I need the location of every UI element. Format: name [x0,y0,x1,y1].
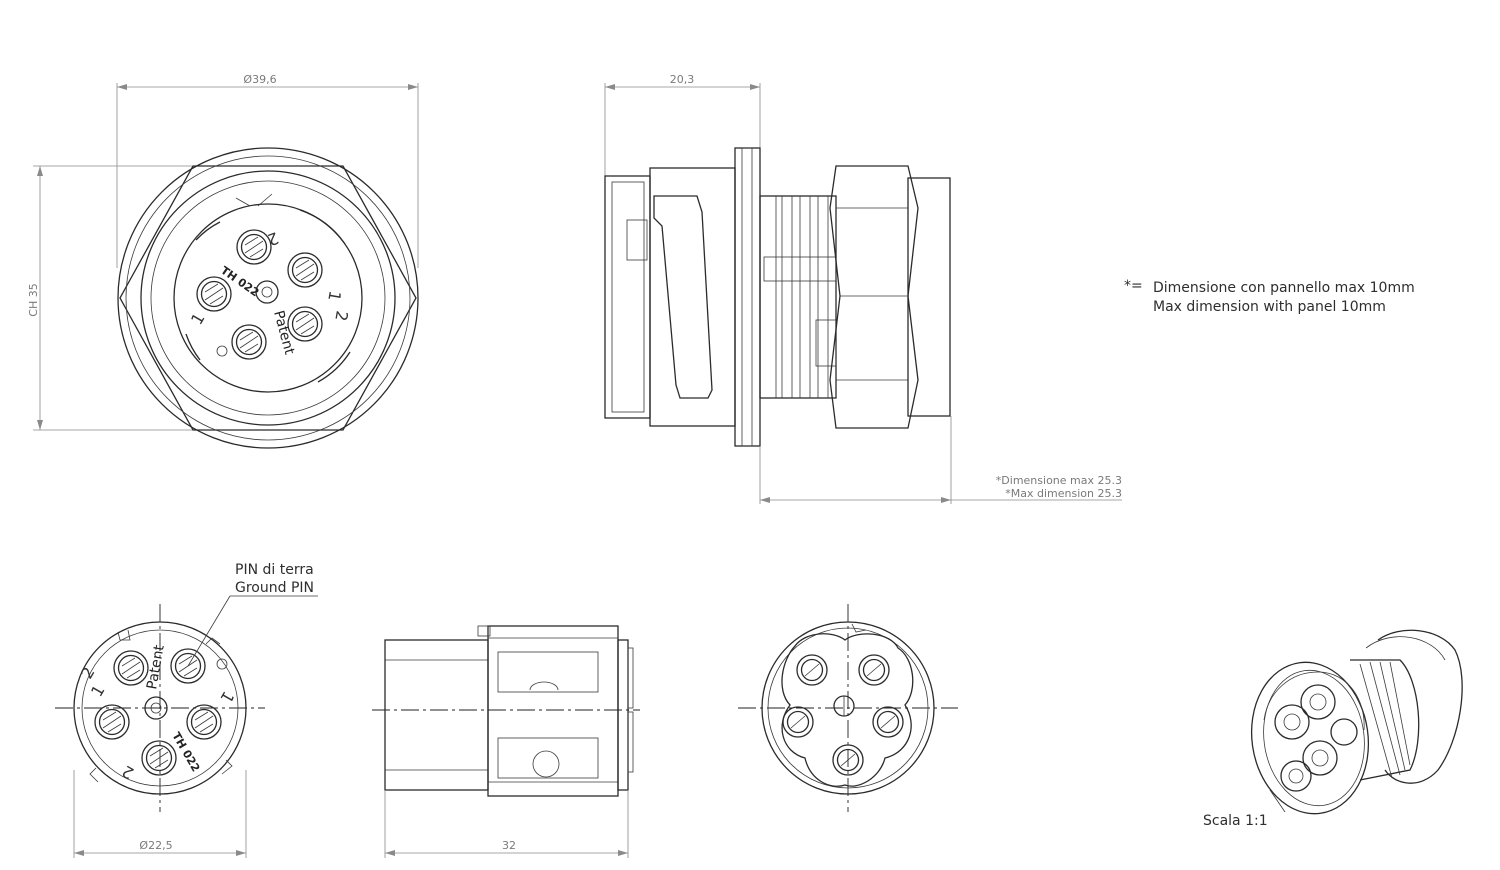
panel-note: *= Dimensione con pannello max 10mm Max … [1124,278,1415,315]
plug-contact [832,744,864,776]
side-view-plug: 32 [372,625,640,858]
pin-number-2: 2 [77,664,99,682]
front-view-socket: Ø39,6 CH 35 TH 022 Patent 2 1 2 1 [27,73,419,449]
back-view-plug [738,604,958,812]
isometric-view: Scala 1:1 [1203,629,1463,829]
socket-pin [287,252,323,288]
hex-nut-outline [119,165,417,431]
side-depth-label: 20,3 [670,73,695,86]
plug-pin [141,740,177,776]
plug-diameter-label: Ø22,5 [139,839,172,852]
socket-pin [196,276,232,312]
hex-size-label: CH 35 [27,283,40,316]
plug-contact [872,706,904,738]
front-view-plug: Patent TH 022 2 1 1 2 PIN di terra Groun… [55,562,318,858]
socket-pin [236,229,272,265]
plug-length-label: 32 [502,839,516,852]
patent-marking: Patent [144,643,168,690]
plug-pin [113,650,149,686]
plug-pin [94,704,130,740]
max-dimension-note-en: *Max dimension 25.3 [1005,487,1122,500]
max-dimension-note-it: *Dimensione max 25.3 [996,474,1122,487]
note-line-italian: Dimensione con pannello max 10mm [1153,280,1415,296]
note-line-english: Max dimension with panel 10mm [1153,299,1386,315]
pin-number-2: 2 [119,761,137,783]
plug-contact [796,654,828,686]
plug-pin [186,704,222,740]
patent-marking: Patent [270,309,297,357]
pin-number-2: 2 [331,309,351,322]
note-symbol: *= [1124,278,1143,294]
pin-number-1: 1 [187,310,209,328]
scale-label: Scala 1:1 [1203,813,1268,829]
ground-pin-label-en: Ground PIN [235,580,314,596]
socket-pin [231,324,267,360]
plug-contact [782,706,814,738]
side-view-socket: 20,3 *Dimensione max 25.3 *Max dimension… [604,73,1122,504]
front-diameter-label: Ø39,6 [243,73,276,86]
ground-pin-label-it: PIN di terra [235,562,314,578]
pin-number-1: 1 [87,682,109,700]
pin-number-2: 2 [265,228,281,249]
pin-number-1: 1 [324,289,344,302]
pin-number-1: 1 [216,688,238,706]
plug-contact [858,654,890,686]
